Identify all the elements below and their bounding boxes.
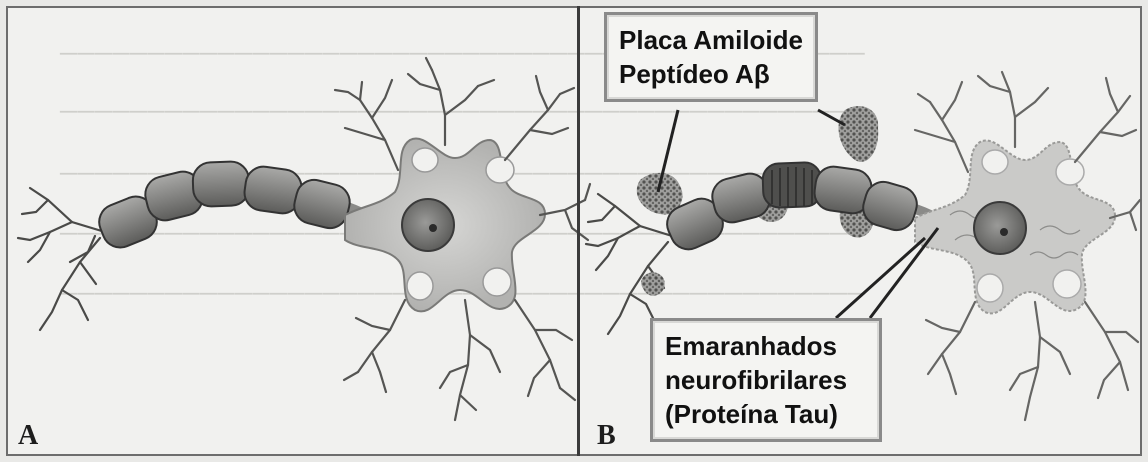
- nucleus-a: [402, 199, 454, 251]
- amyloid-label-line2: Peptídeo Aβ: [619, 57, 803, 91]
- amyloid-label-line1: Placa Amiloide: [619, 23, 803, 57]
- tangles-label-line1: Emaranhados: [665, 329, 867, 363]
- axon-terminal-a: [18, 188, 105, 330]
- amyloid-plaque-label: Placa Amiloide Peptídeo Aβ: [604, 12, 818, 102]
- tangles-label-line2: neurofibrilares: [665, 363, 867, 397]
- myelin-sheath-b: [661, 162, 921, 255]
- tangles-label-line3: (Proteína Tau): [665, 397, 867, 431]
- nucleus-b: [974, 202, 1026, 254]
- neuron-a: [18, 58, 590, 420]
- panel-label-a: A: [18, 420, 38, 452]
- panel-label-b: B: [597, 420, 616, 452]
- myelin-sheath-a: [94, 161, 354, 253]
- panel-divider: [577, 6, 580, 456]
- nucleolus-a: [429, 224, 437, 232]
- nucleolus-b: [1000, 228, 1008, 236]
- axon-terminal-b: [586, 194, 672, 334]
- neurofibrillary-tangles-label: Emaranhados neurofibrilares (Proteína Ta…: [650, 318, 882, 442]
